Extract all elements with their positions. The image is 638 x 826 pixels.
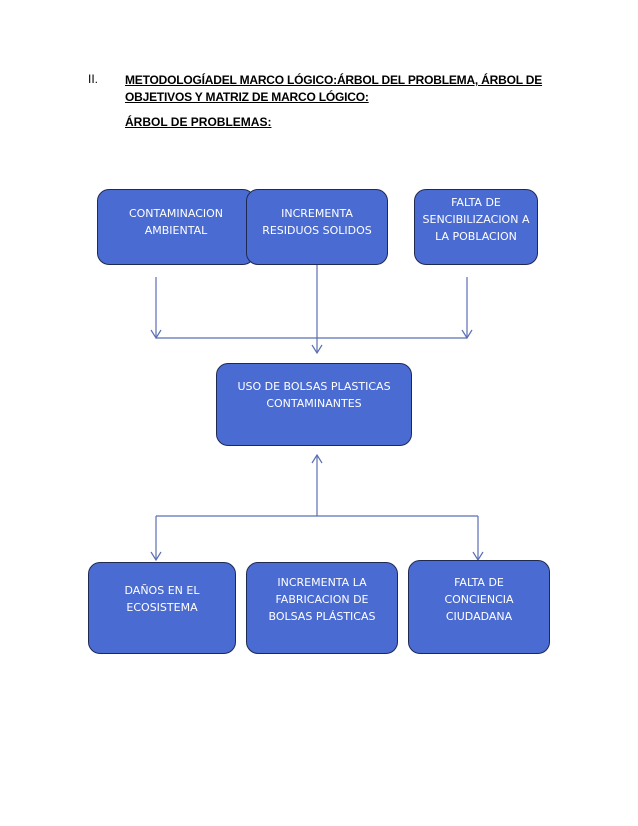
- cause-arrowhead-center: [311, 344, 323, 355]
- cause-box-sencibilizacion: FALTA DE SENCIBILIZACION A LA POBLACION: [414, 189, 538, 265]
- effect-box-fabricacion: INCREMENTA LA FABRICACION DE BOLSAS PLÁS…: [246, 562, 398, 654]
- effect-arrowhead-left: [150, 551, 162, 562]
- section-number: II.: [88, 72, 99, 86]
- effect-text: FALTA DE CONCIENCIA CIUDADANA: [444, 576, 514, 623]
- central-problem-box: USO DE BOLSAS PLASTICAS CONTAMINANTES: [216, 363, 412, 446]
- central-problem-text: USO DE BOLSAS PLASTICAS CONTAMINANTES: [237, 380, 391, 410]
- cause-text: CONTAMINACION AMBIENTAL: [128, 207, 224, 237]
- effect-text: INCREMENTA LA FABRICACION DE BOLSAS PLÁS…: [268, 576, 376, 623]
- cause-text: FALTA DE SENCIBILIZACION A LA POBLACION: [422, 196, 530, 243]
- cause-box-residuos: INCREMENTA RESIDUOS SOLIDOS: [246, 189, 388, 265]
- cause-text: INCREMENTA RESIDUOS SOLIDOS: [262, 207, 372, 237]
- section-title: METODOLOGÍADEL MARCO LÓGICO:ÁRBOL DEL PR…: [125, 73, 543, 104]
- effect-arrowhead-up: [311, 453, 323, 464]
- cause-box-contaminacion: CONTAMINACION AMBIENTAL: [97, 189, 255, 265]
- effect-box-ecosistema: DAÑOS EN EL ECOSISTEMA: [88, 562, 236, 654]
- effect-text: DAÑOS EN EL ECOSISTEMA: [124, 584, 200, 614]
- diagram-subtitle: ÁRBOL DE PROBLEMAS:: [125, 115, 272, 129]
- effect-box-conciencia: FALTA DE CONCIENCIA CIUDADANA: [408, 560, 550, 654]
